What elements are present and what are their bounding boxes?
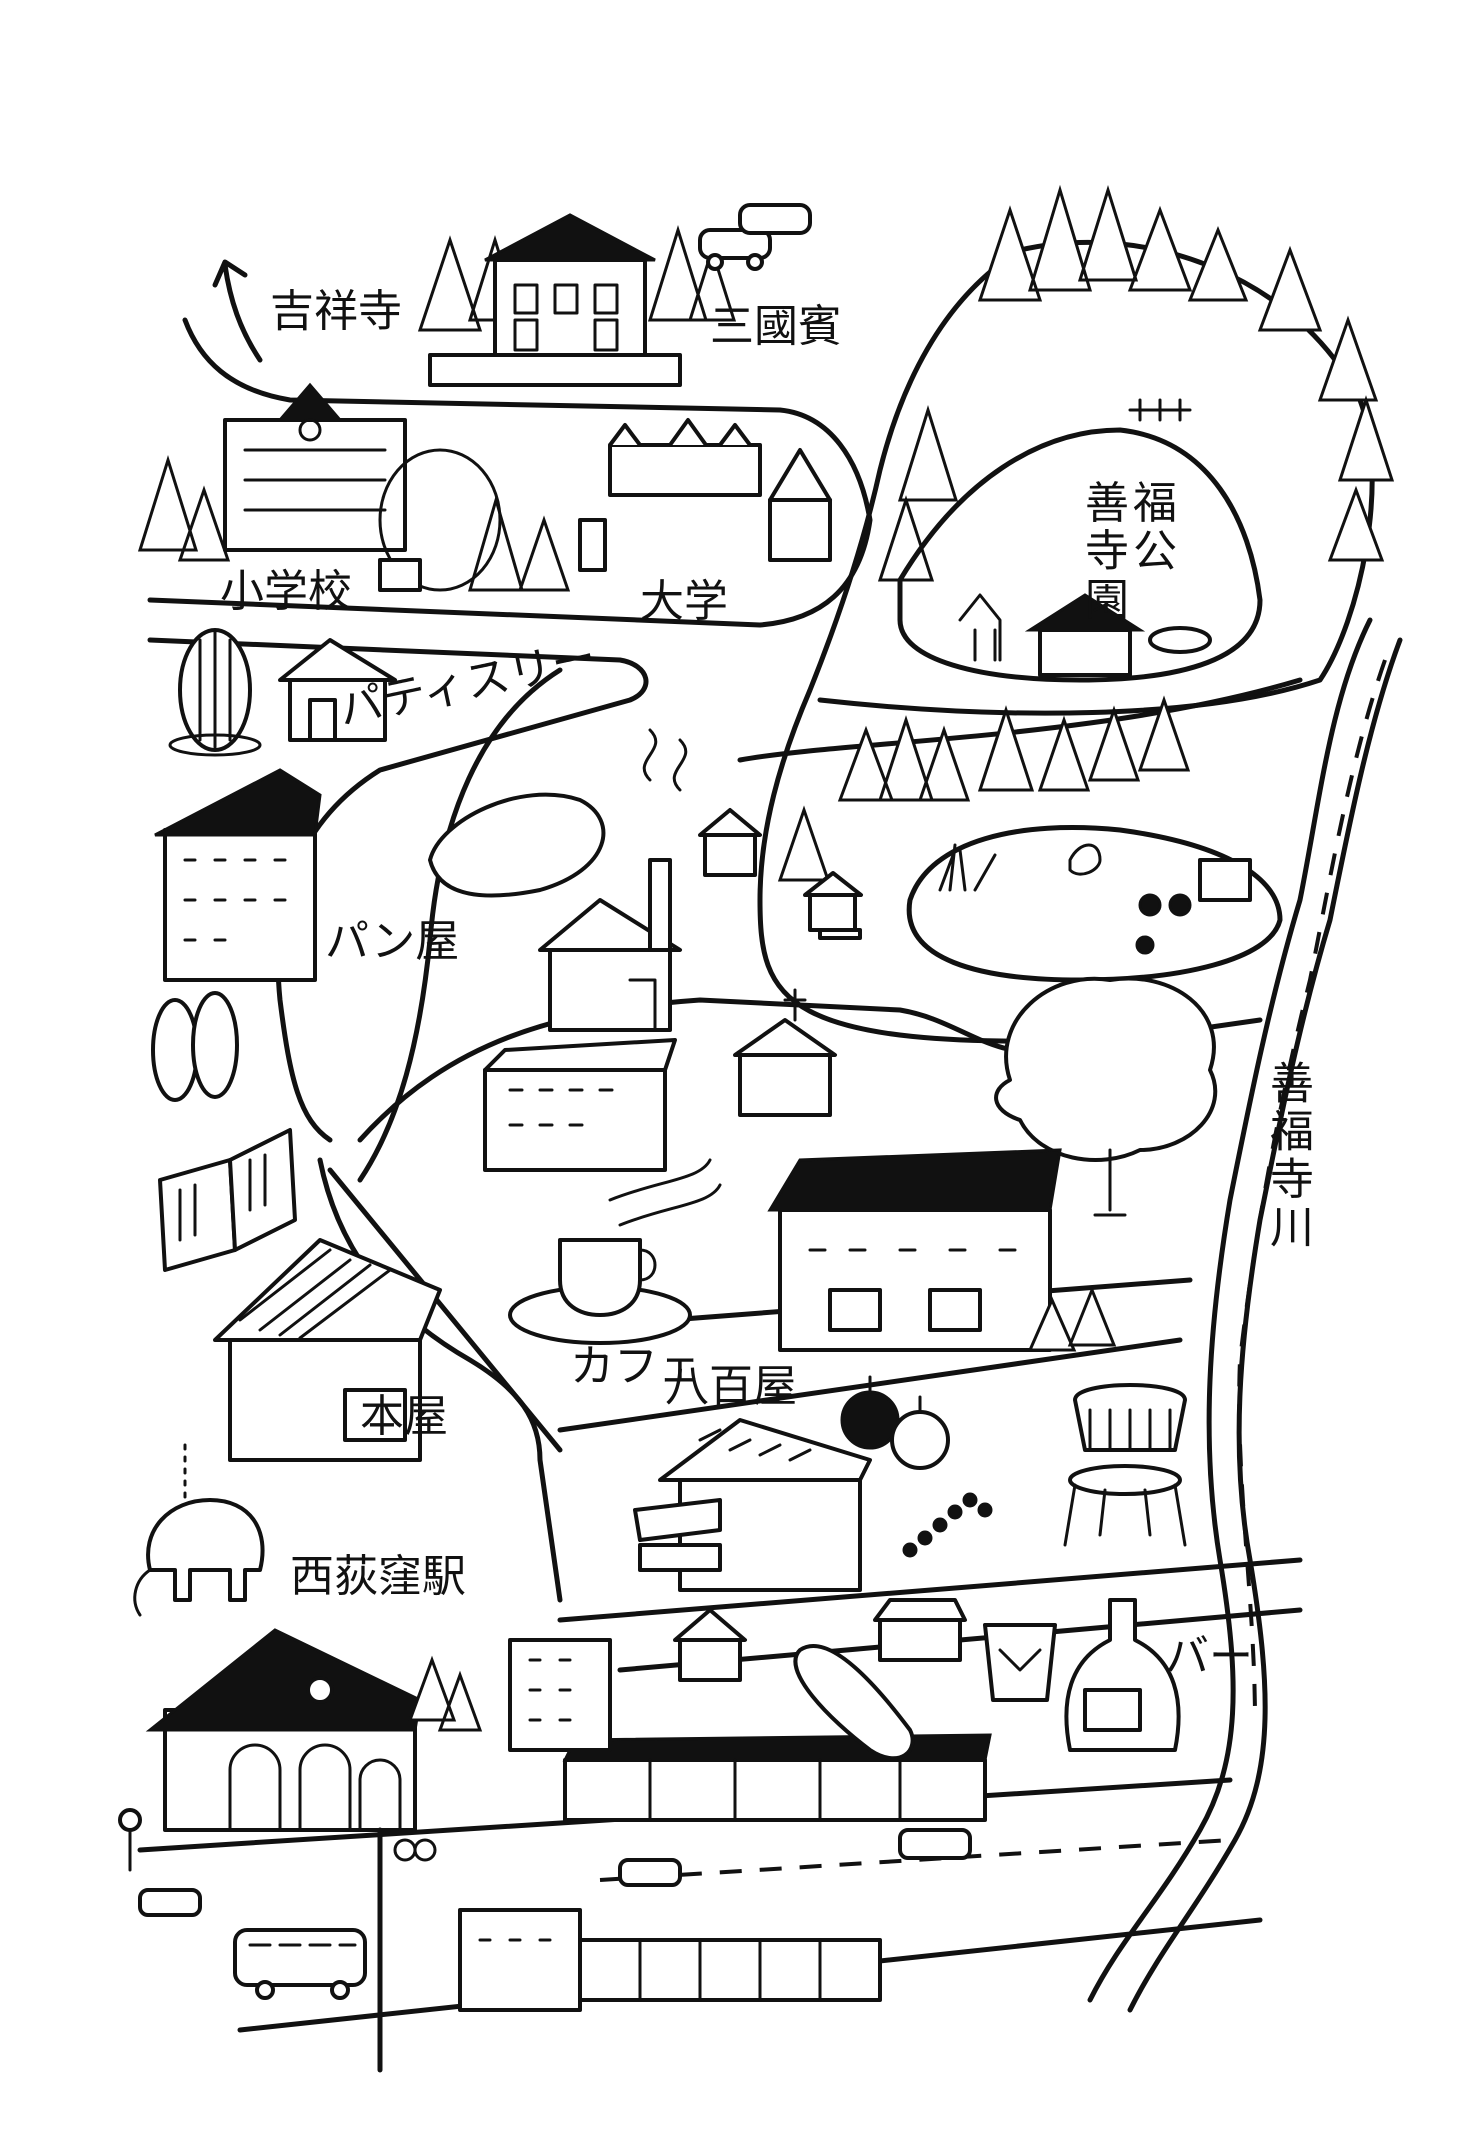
bottle-icon <box>1064 1598 1181 1752</box>
trees-pond <box>777 695 1191 882</box>
label-sangokuhin: 三國賓 <box>710 301 842 352</box>
middle-building-icon <box>483 1038 677 1172</box>
big-tree-icon <box>994 976 1218 1217</box>
taxi-icon <box>138 1888 202 1917</box>
south-buildings <box>458 1908 882 2012</box>
label-university: 大学 <box>640 576 728 627</box>
bus-stop-icon <box>118 1808 142 1872</box>
trees-school <box>137 454 571 592</box>
bakery-building-icon <box>538 858 682 1032</box>
label-greengrocer: 八百屋 <box>665 1361 797 1412</box>
whisky-glass-icon <box>983 1623 1057 1702</box>
label-zenpukuji-park: 善福寺公園 <box>1085 478 1181 626</box>
school-building-icon <box>223 382 502 592</box>
street-lamp-icon <box>377 1827 437 2073</box>
steam-icon <box>642 728 688 792</box>
open-book-icon <box>158 1128 297 1272</box>
coffee-cup-icon <box>508 1158 722 1345</box>
park-hill-icon <box>897 398 1263 683</box>
label-bar: バー <box>1165 1631 1253 1682</box>
chair-icon <box>1063 1383 1187 1547</box>
sandals-icon <box>151 991 239 1102</box>
river-bank-west <box>1087 617 1373 2003</box>
office-building-icon <box>508 1638 612 1752</box>
pond-swan-icon <box>818 825 1283 983</box>
trees-greengrocer <box>1027 1285 1117 1352</box>
label-zenpukuji-river: 善福寺川 <box>1262 1060 1313 1252</box>
university-building-icon <box>578 418 832 572</box>
trees-park-forest <box>877 184 1395 582</box>
bread-icon <box>793 1644 915 1761</box>
bar-small-houses <box>673 1598 967 1682</box>
shop-row-icon <box>562 1733 992 1822</box>
zenpukuji-river <box>1087 617 1403 2013</box>
avenue-cars <box>618 1828 972 1887</box>
label-bookstore: 本屋 <box>360 1391 448 1442</box>
label-nishiogikubo-station: 西荻窪駅 <box>290 1551 466 1602</box>
apartment-icon <box>154 768 322 982</box>
apples-icon <box>840 1375 950 1470</box>
road-bar-north <box>557 1557 1303 1623</box>
arrow-up-left-icon <box>212 259 263 363</box>
road-center-south <box>317 1157 563 1603</box>
road-diagonal <box>327 1167 563 1453</box>
patisserie-building-icon <box>278 638 397 742</box>
trees-station <box>407 1655 483 1732</box>
car-icon <box>698 203 812 271</box>
bus-icon <box>233 1928 367 2000</box>
mansion-icon <box>428 213 682 387</box>
river-flow <box>1237 659 1387 1721</box>
pastry-icon <box>168 628 262 757</box>
station-building-icon <box>145 1628 422 1832</box>
road-north <box>147 317 873 628</box>
bookstore-building-icon <box>213 1238 442 1462</box>
road-central-west <box>357 667 563 1183</box>
greengrocer-shop-icon <box>633 1418 872 1592</box>
cafe-building-icon <box>767 1148 1062 1352</box>
label-elementary-school: 小学校 <box>220 566 352 617</box>
road-middle <box>357 997 1263 1143</box>
grapes-icon <box>902 1492 993 1558</box>
river-bank-east <box>1127 637 1403 2013</box>
church-icon <box>733 988 837 1117</box>
avenue-centerline <box>599 1838 1231 1882</box>
elephant-icon <box>133 1443 265 1617</box>
small-house-icon <box>698 808 863 932</box>
label-cafe: カフェ <box>570 1341 702 1392</box>
label-bakery: パン屋 <box>325 916 460 967</box>
road-park-bottom <box>737 677 1303 763</box>
label-kichijoji: 吉祥寺 <box>270 286 402 337</box>
bread-bush-icon <box>428 792 606 898</box>
